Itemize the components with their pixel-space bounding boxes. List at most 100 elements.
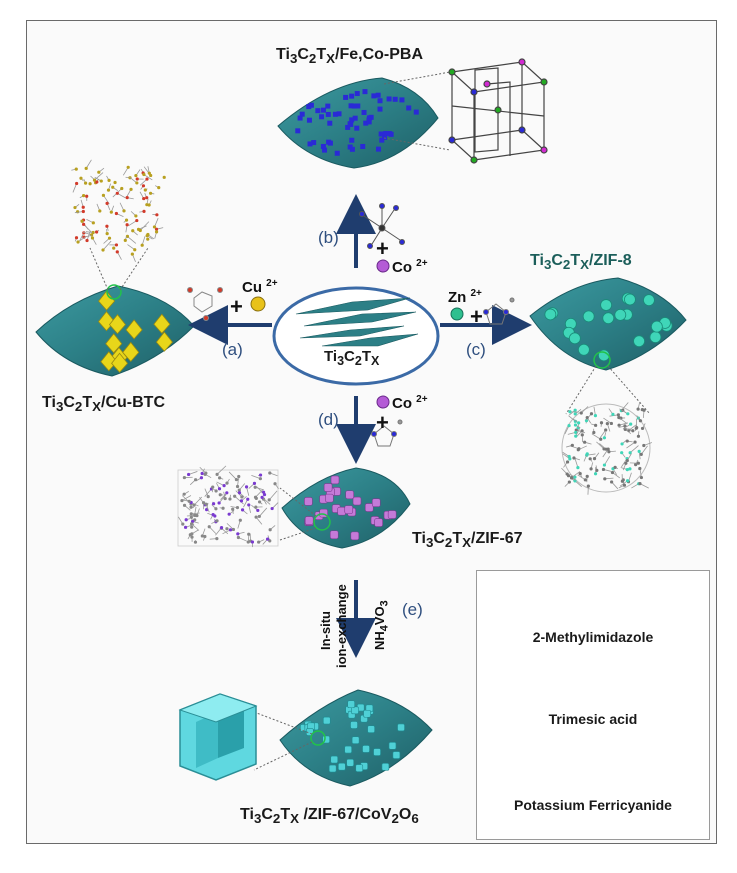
- pba-cube: [354, 91, 360, 97]
- plus-sign: +: [376, 410, 389, 435]
- zif67-sodalite-structure: [177, 465, 279, 548]
- pba-cube: [368, 114, 374, 120]
- label-ti3c2tx-zif-8: Ti3C2TX/ZIF-8: [530, 252, 632, 273]
- cov-particle: [392, 751, 401, 759]
- zif8-particle: [600, 299, 613, 311]
- label-ti3c2tx-cu-btc: Ti3C2TX/Cu-BTC: [42, 394, 165, 415]
- pba-cube: [345, 124, 351, 130]
- pba-cube: [363, 120, 369, 126]
- zif8-particle: [614, 308, 627, 321]
- plus-sign: +: [376, 236, 389, 261]
- co-ion-icon: [376, 259, 390, 273]
- zoom-circle: [593, 351, 611, 369]
- pba-cube: [320, 107, 326, 113]
- zoom-line: [383, 71, 451, 85]
- zif67-particle: [371, 498, 381, 508]
- step-label-d: (d): [318, 410, 339, 429]
- ion-cu: Cu 2+: [242, 278, 278, 296]
- cov-particle: [338, 762, 346, 771]
- pba-cube: [325, 111, 331, 117]
- cov-particle: [367, 725, 375, 734]
- ion-zn: Zn 2+: [448, 288, 482, 306]
- pba-cube: [387, 131, 393, 137]
- pba-cube: [354, 125, 360, 131]
- cu-btc-crystal: [108, 314, 127, 335]
- pba-cube: [383, 130, 389, 136]
- step-label-b: (b): [318, 228, 339, 247]
- ion-co: Co 2+: [392, 258, 428, 276]
- label-ti3c2tx-fe-co-pba: Ti3C2TX/Fe,Co-PBA: [276, 46, 424, 67]
- cov-mxene-sheet: [279, 689, 433, 787]
- zoom-circle: [106, 284, 122, 300]
- zif67-particle: [374, 518, 383, 527]
- cov-particle: [381, 763, 390, 771]
- pba-cube-particles: [295, 89, 419, 156]
- cu-btc-octahedral-crystals: [97, 290, 173, 373]
- cov-particle: [328, 764, 337, 773]
- cu-ion-icon: [250, 296, 266, 312]
- cov-particle: [351, 706, 359, 715]
- step-label-c: (c): [466, 340, 486, 359]
- zif8-particles: [544, 292, 673, 362]
- zif67-particle: [304, 516, 314, 525]
- zoom-line: [119, 247, 149, 291]
- cov-particle: [363, 709, 371, 718]
- cov-particle: [362, 745, 370, 753]
- in-situ-label: In-situ: [318, 611, 333, 650]
- cu-btc-crystal: [98, 290, 116, 311]
- pba-cube: [377, 98, 383, 104]
- cu-btc-crystal: [153, 313, 171, 334]
- pba-cube: [375, 92, 381, 98]
- zoom-line: [383, 137, 451, 151]
- zoom-line: [607, 365, 651, 415]
- pba-cube: [349, 117, 355, 123]
- zif8-particle: [577, 343, 590, 356]
- cov-particle: [346, 758, 354, 767]
- legend-label-2-methylimidazole: 2-Methylimidazole: [532, 629, 654, 645]
- cov-particle: [351, 736, 360, 745]
- pba-cube: [319, 114, 325, 120]
- pba-cube: [361, 109, 367, 115]
- pba-cube: [325, 103, 331, 109]
- pba-cube: [295, 128, 301, 134]
- pba-cube: [334, 150, 340, 156]
- pba-cube: [336, 111, 342, 117]
- pba-cube: [377, 106, 383, 112]
- zif67-particle: [364, 503, 374, 512]
- zif67-mxene-sheet: [281, 467, 411, 549]
- zif8-particle: [582, 310, 595, 323]
- pba-cube: [360, 143, 366, 149]
- pba-cube: [351, 103, 357, 109]
- pba-cube: [306, 117, 312, 123]
- zif67-particle: [352, 496, 362, 506]
- pba-cube: [315, 108, 321, 114]
- zif8-particle: [544, 308, 557, 321]
- plus-sign: +: [470, 304, 483, 329]
- cov-particle: [347, 700, 355, 709]
- step-label-e: (e): [402, 600, 423, 619]
- zif67-particle: [323, 483, 333, 492]
- zif8-mxene-sheet: [529, 277, 687, 371]
- zif8-particle: [624, 293, 636, 306]
- zif8-particle: [602, 312, 615, 325]
- cubtc-mxene-sheet: [35, 284, 195, 377]
- zoom-line: [253, 741, 313, 771]
- pba-cube: [376, 146, 382, 152]
- ferricyanide-molecule-icon: [359, 203, 405, 249]
- zif67-particle: [304, 497, 313, 506]
- zif8-particle: [568, 332, 581, 345]
- nh4vo3-label: NH4VO3: [372, 600, 391, 650]
- cov-particle: [388, 741, 397, 750]
- legend-box: 2-Methylimidazole Trimesic acid Potassiu…: [476, 570, 710, 840]
- zif67-particle: [344, 505, 354, 514]
- pba-cube: [307, 141, 313, 147]
- pba-framework-structure: [448, 58, 548, 164]
- zif8-sodalite-structure: [561, 402, 653, 495]
- zif67-particle: [337, 506, 346, 516]
- zif8-particle: [650, 320, 663, 333]
- pba-cube: [406, 105, 412, 111]
- cu-btc-crystal: [100, 351, 118, 372]
- methylimidazole-molecule-icon: [371, 419, 403, 447]
- zif67-particle: [345, 490, 354, 500]
